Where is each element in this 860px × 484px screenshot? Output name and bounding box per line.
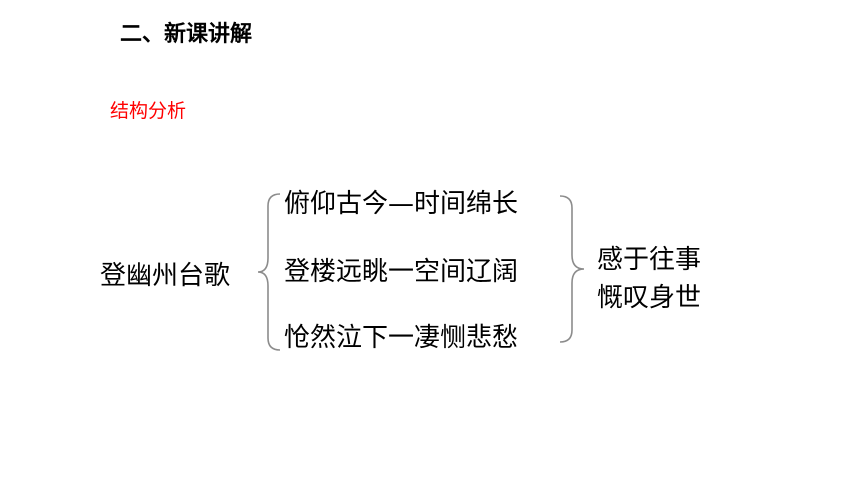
left-brace <box>257 193 281 351</box>
conclusion-line-1: 感于往事 <box>597 245 702 275</box>
structure-analysis-heading: 结构分析 <box>110 100 187 122</box>
left-brace-path <box>257 193 281 351</box>
poem-title-node: 登幽州台歌 <box>100 261 231 291</box>
right-brace <box>559 195 585 343</box>
conclusion-line-2: 慨叹身世 <box>597 283 702 313</box>
right-brace-path <box>559 195 585 343</box>
section-title: 二、新课讲解 <box>120 22 253 47</box>
branch-emotion: 怆然泣下一凄恻悲愁 <box>284 323 519 353</box>
branch-space: 登楼远眺一空间辽阔 <box>284 257 519 287</box>
branch-time: 俯仰古今—时间绵长 <box>284 189 519 219</box>
